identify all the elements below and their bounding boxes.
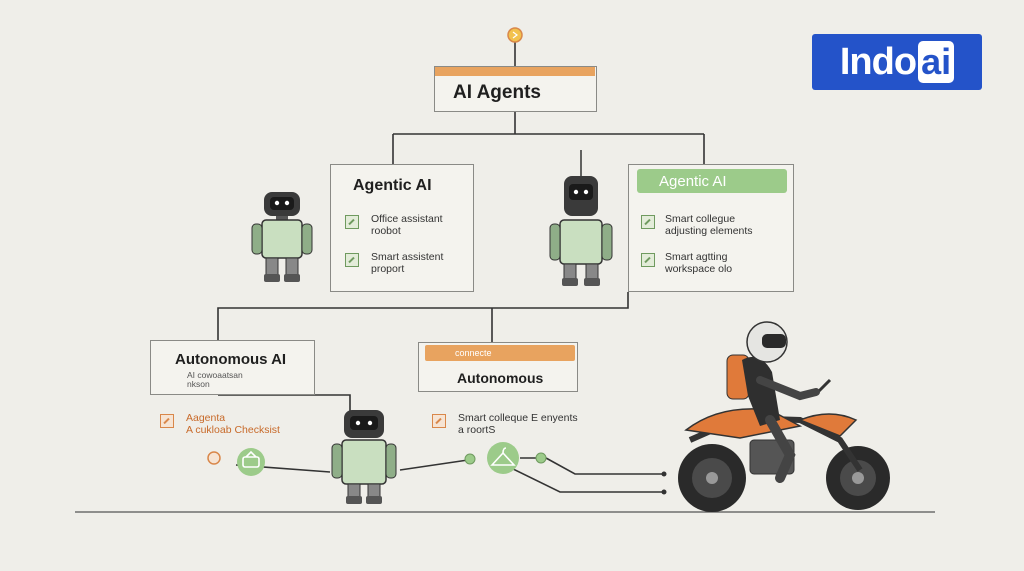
robot-icon [251,192,313,282]
agentic-left-title: Agentic AI [353,177,432,194]
root-node-title: AI Agents [453,82,541,103]
agentic-right-header [637,169,787,193]
robot-icon [549,150,613,286]
motorcycle-rider-icon [678,321,890,512]
indoai-logo: Indo ai [812,34,982,90]
hanger-icon [487,442,519,474]
agentic-right-node: Agentic AI Smart collegue adjusting elem… [628,164,794,292]
agentic-right-item: Smart agtting workspace olo [665,251,733,275]
logo-text-badge: ai [918,41,955,83]
basket-icon [237,448,265,476]
checkbox-icon [345,253,359,267]
small-node-icon [207,451,221,465]
autonomous-mid-tag: connecte [455,348,492,358]
checkbox-icon [641,253,655,267]
lightbulb-icon [507,27,523,43]
checkbox-icon [345,215,359,229]
root-node-accent [435,67,595,76]
robot-icon [331,410,397,504]
checkbox-icon [160,414,174,428]
autonomous-mid-title: Autonomous [457,370,544,386]
autonomous-left-title: Autonomous AI [175,351,287,368]
autonomous-mid-node: connecte Autonomous [418,342,578,392]
autonomous-left-item: Aagenta A cukloab Checksist [186,412,280,436]
agentic-left-item: Office assistant roobot [371,213,443,237]
autonomous-left-subtitle: AI cowoaatsan nkson [187,370,243,389]
node-dot-icon [464,452,547,465]
logo-text: Indo [839,40,917,83]
agentic-right-title: Agentic AI [659,173,727,190]
autonomous-mid-item: Smart colleque E enyents a roortS [458,412,578,436]
agentic-left-node: Agentic AI Office assistant roobot Smart… [330,164,474,292]
checkbox-icon [641,215,655,229]
agentic-right-item: Smart collegue adjusting elements [665,213,753,237]
autonomous-left-node: Autonomous AI AI cowoaatsan nkson [150,340,315,395]
root-node: AI Agents [434,66,597,112]
connector-lines [217,42,705,493]
checkbox-icon [432,414,446,428]
agentic-left-item: Smart assistent proport [371,251,444,275]
autonomous-mid-tag-bar [425,345,575,361]
